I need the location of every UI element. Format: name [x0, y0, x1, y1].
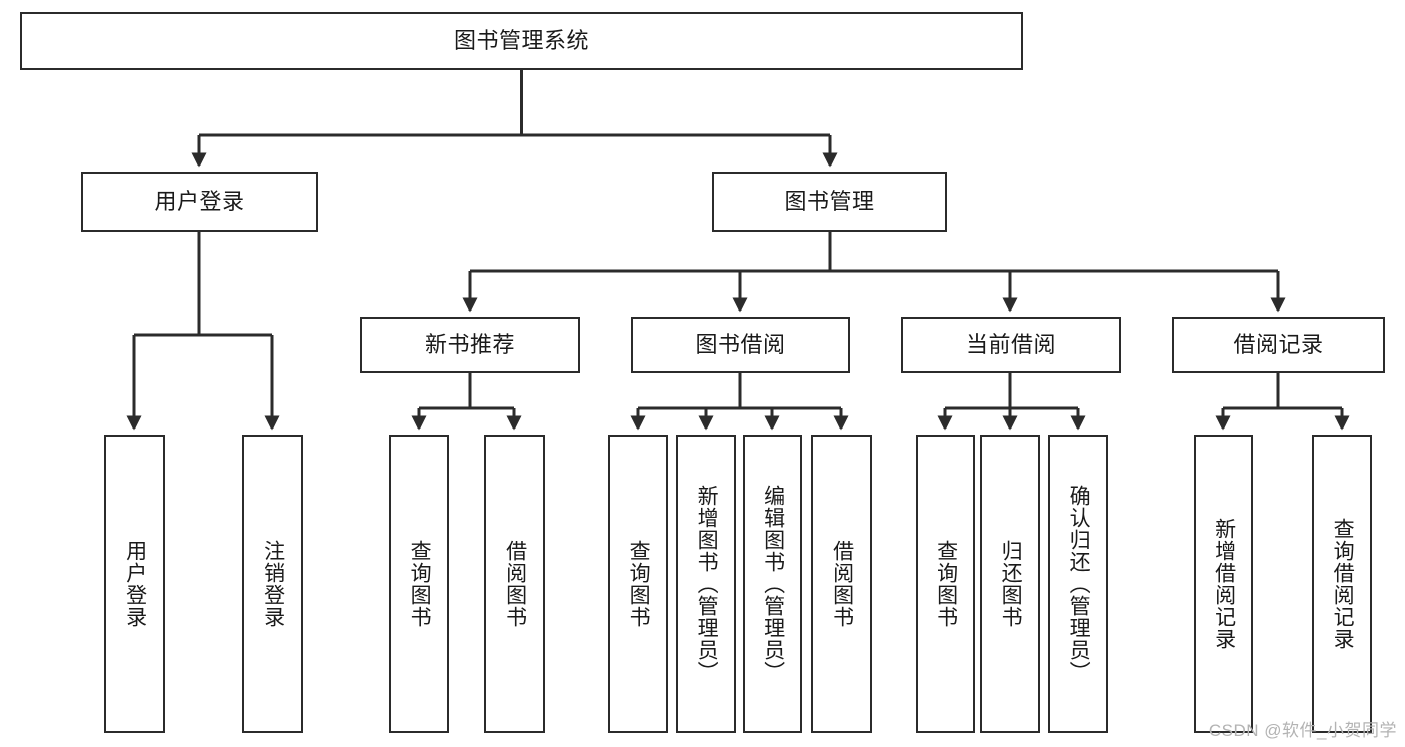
leaf-add-book-admin-label: 新增图书（管理员）	[695, 485, 719, 683]
node-user-login[interactable]: 用户登录	[81, 172, 318, 232]
leaf-new-books-query-book[interactable]: 查询图书	[389, 435, 449, 733]
node-new-book-recommend[interactable]: 新书推荐	[360, 317, 580, 373]
leaf-new-books-borrow-book[interactable]: 借阅图书	[484, 435, 545, 733]
node-borrow-record[interactable]: 借阅记录	[1172, 317, 1385, 373]
leaf-borrow-book[interactable]: 借阅图书	[811, 435, 872, 733]
node-book-management-label: 图书管理	[784, 188, 875, 214]
node-borrow-record-label: 借阅记录	[1233, 331, 1324, 357]
leaf-user-login-label: 用户登录	[123, 540, 147, 628]
leaf-edit-book-admin-label: 编辑图书（管理员）	[761, 485, 785, 683]
node-user-login-label: 用户登录	[154, 188, 245, 214]
leaf-query-borrow-record-label: 查询借阅记录	[1331, 518, 1355, 650]
leaf-user-login[interactable]: 用户登录	[104, 435, 165, 733]
leaf-confirm-return-admin[interactable]: 确认归还（管理员）	[1048, 435, 1108, 733]
leaf-confirm-return-admin-label: 确认归还（管理员）	[1067, 485, 1091, 683]
leaf-add-borrow-record[interactable]: 新增借阅记录	[1194, 435, 1253, 733]
leaf-return-book-label: 归还图书	[999, 540, 1023, 628]
node-new-book-recommend-label: 新书推荐	[424, 331, 515, 357]
node-current-borrow-label: 当前借阅	[965, 331, 1056, 357]
leaf-return-book[interactable]: 归还图书	[980, 435, 1040, 733]
node-book-borrow[interactable]: 图书借阅	[631, 317, 850, 373]
node-root-system[interactable]: 图书管理系统	[20, 12, 1023, 70]
leaf-new-books-borrow-book-label: 借阅图书	[503, 540, 527, 628]
leaf-borrow-book-label: 借阅图书	[830, 540, 854, 628]
node-book-management[interactable]: 图书管理	[712, 172, 947, 232]
leaf-query-borrow-record[interactable]: 查询借阅记录	[1312, 435, 1372, 733]
leaf-borrow-query-book-label: 查询图书	[627, 540, 651, 628]
leaf-edit-book-admin[interactable]: 编辑图书（管理员）	[743, 435, 802, 733]
leaf-add-book-admin[interactable]: 新增图书（管理员）	[676, 435, 736, 733]
leaf-current-query-book[interactable]: 查询图书	[916, 435, 975, 733]
leaf-logout-label: 注销登录	[261, 540, 285, 628]
leaf-borrow-query-book[interactable]: 查询图书	[608, 435, 668, 733]
leaf-add-borrow-record-label: 新增借阅记录	[1212, 518, 1236, 650]
leaf-new-books-query-book-label: 查询图书	[408, 540, 432, 628]
leaf-logout[interactable]: 注销登录	[242, 435, 303, 733]
node-book-borrow-label: 图书借阅	[695, 331, 786, 357]
node-root-label: 图书管理系统	[453, 27, 589, 53]
node-current-borrow[interactable]: 当前借阅	[901, 317, 1121, 373]
leaf-current-query-book-label: 查询图书	[934, 540, 958, 628]
